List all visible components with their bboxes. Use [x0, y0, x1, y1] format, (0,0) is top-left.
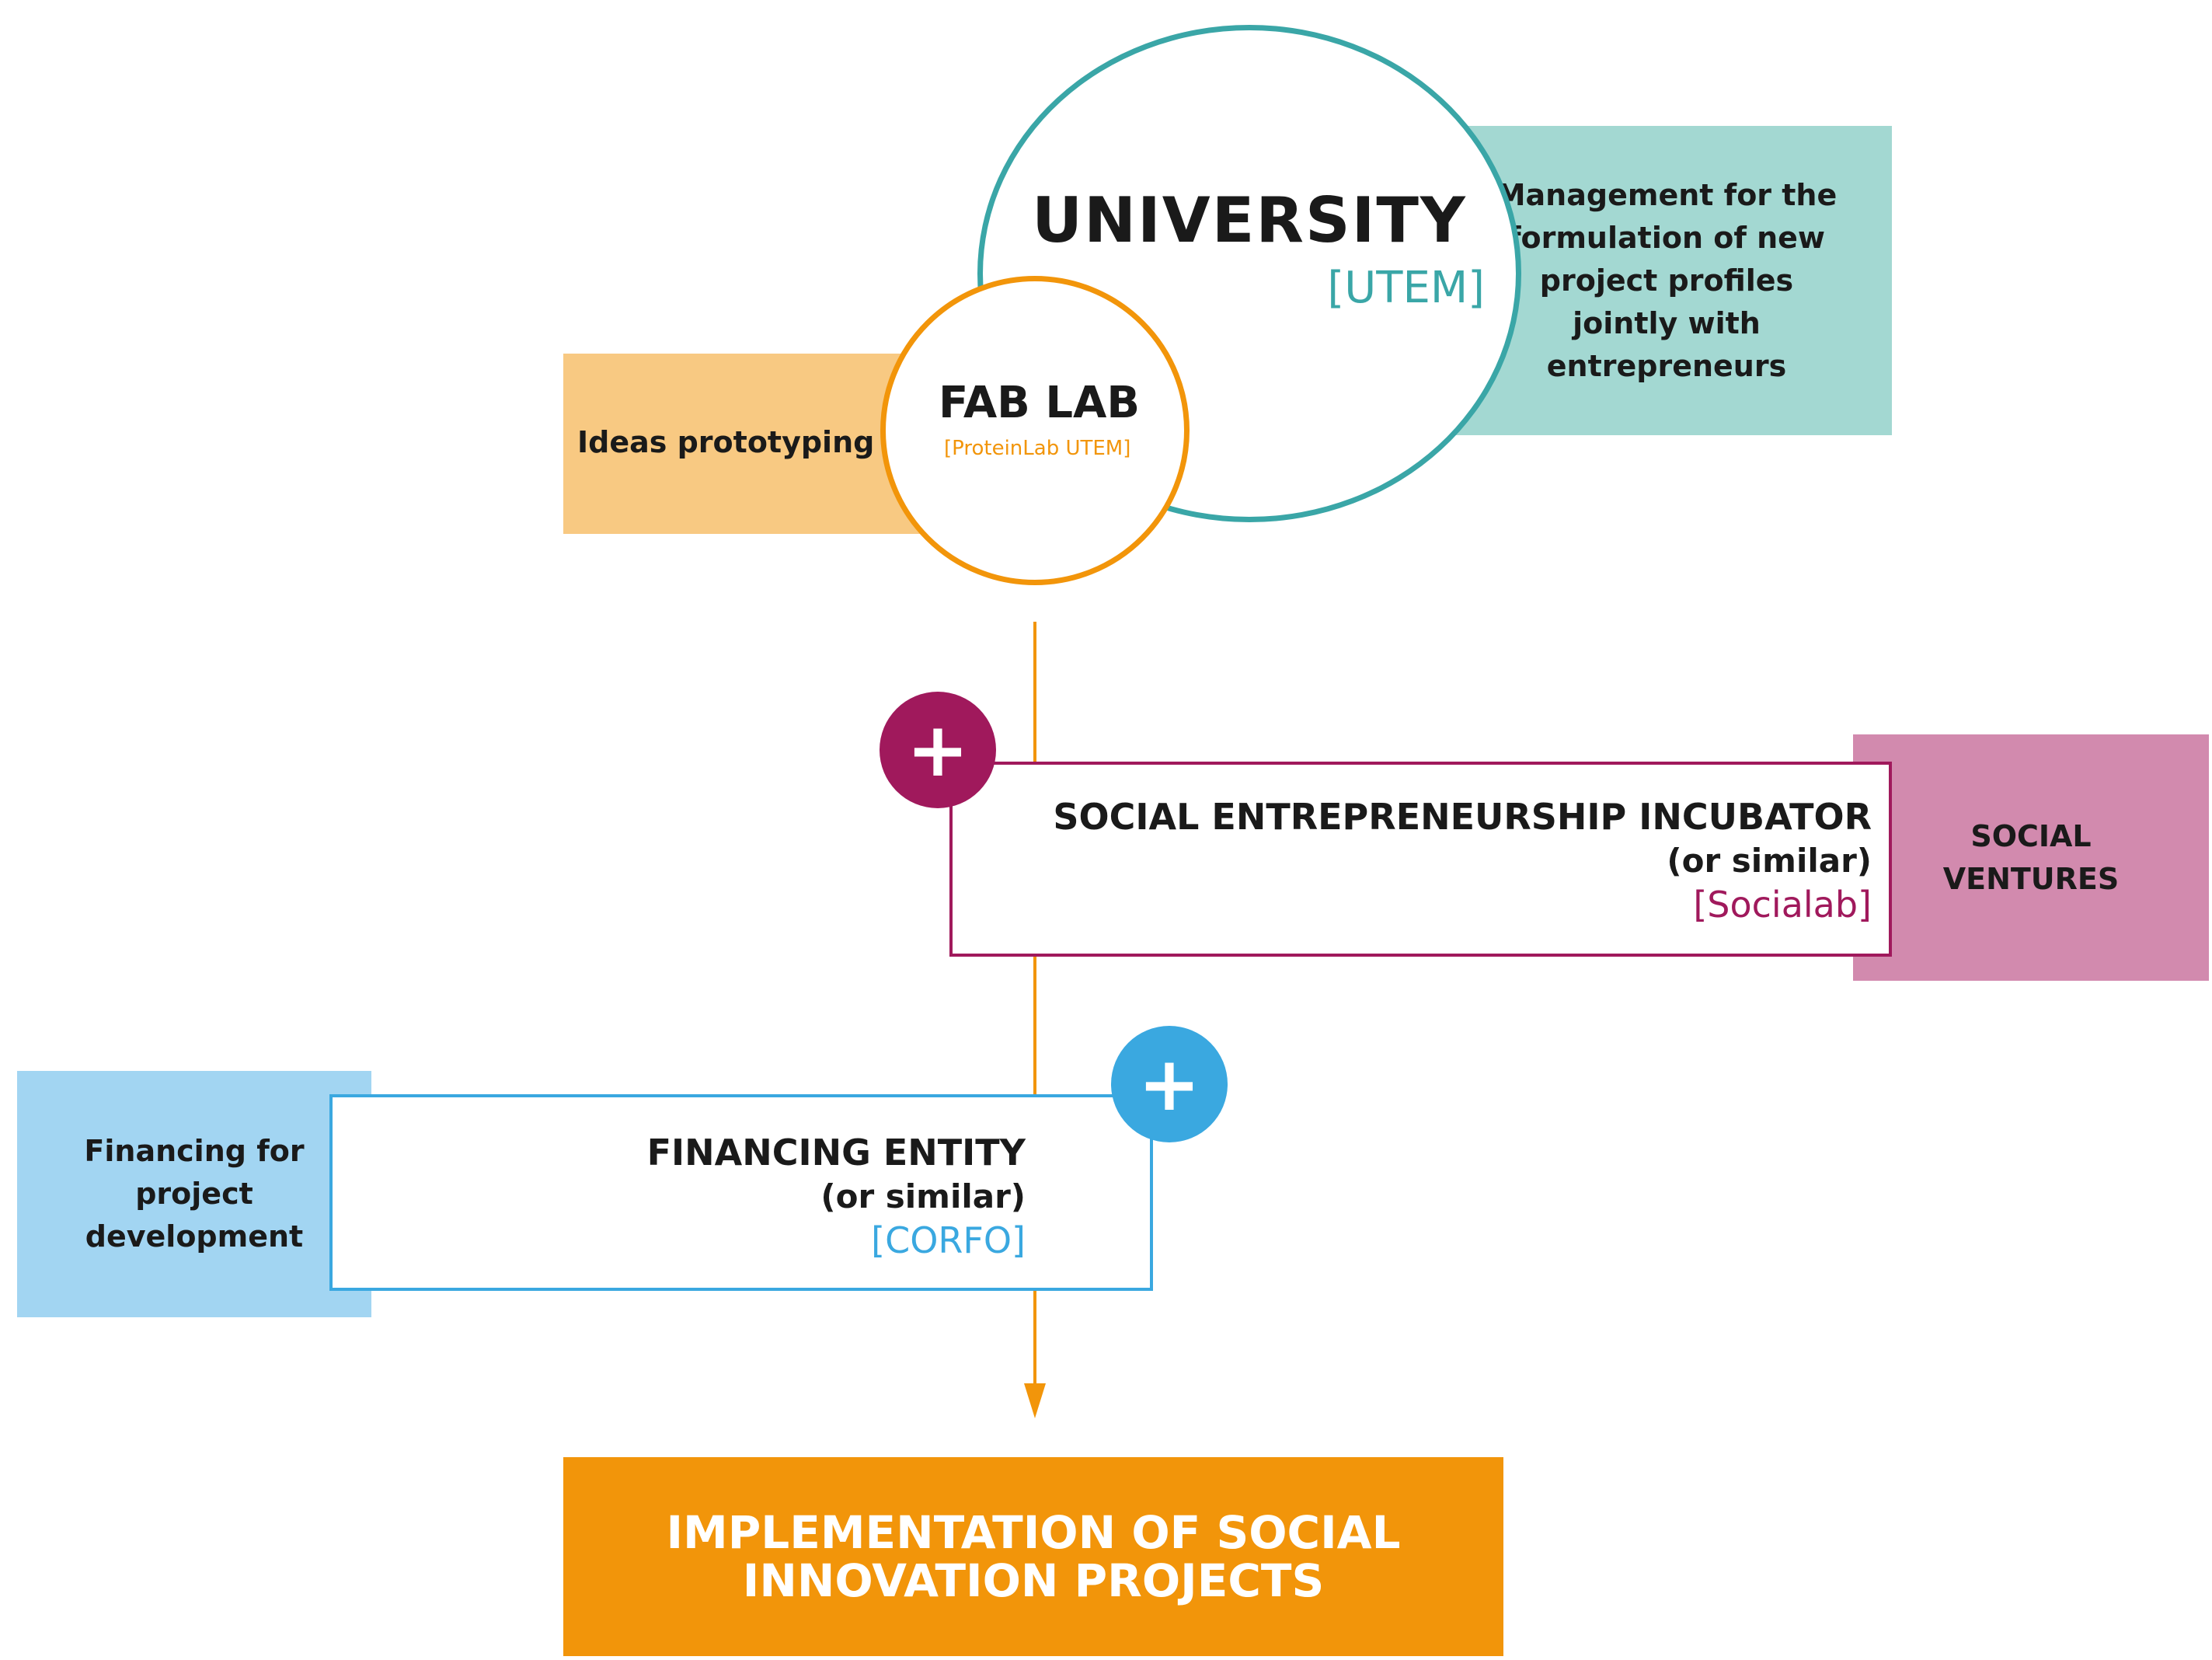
fablab-circle: FAB LAB [ProteinLab UTEM]: [880, 276, 1190, 585]
implementation-box: IMPLEMENTATION OF SOCIAL INNOVATION PROJ…: [563, 1457, 1503, 1656]
fablab-subtitle: [ProteinLab UTEM]: [944, 437, 1131, 460]
financing-note-text: Financing for project development: [84, 1134, 305, 1254]
ideas-prototyping-box: Ideas prototyping: [563, 354, 928, 534]
university-title: UNIVERSITY: [1032, 184, 1467, 256]
fablab-title: FAB LAB: [939, 378, 1141, 428]
ideas-prototyping-label: Ideas prototyping: [577, 425, 875, 459]
incubator-title: SOCIAL ENTREPRENEURSHIP INCUBATOR: [1053, 796, 1872, 838]
management-text: Management for the formulation of new pr…: [1496, 177, 1838, 383]
plus-icon: +: [880, 692, 996, 808]
incubator-qualifier: (or similar): [1667, 842, 1872, 880]
financing-note-box: Financing for project development: [17, 1071, 371, 1317]
financing-box: FINANCING ENTITY (or similar) [CORFO]: [329, 1094, 1153, 1291]
implementation-text: IMPLEMENTATION OF SOCIAL INNOVATION PROJ…: [666, 1506, 1401, 1607]
incubator-box: SOCIAL ENTREPRENEURSHIP INCUBATOR (or si…: [949, 762, 1892, 957]
plus-icon: +: [1111, 1026, 1228, 1142]
financing-title: FINANCING ENTITY: [646, 1132, 1026, 1174]
financing-subtitle: [CORFO]: [871, 1219, 1026, 1261]
incubator-text: SOCIAL ENTREPRENEURSHIP INCUBATOR (or si…: [1053, 794, 1872, 926]
management-box: Management for the formulation of new pr…: [1441, 126, 1892, 435]
arrow-head: [1024, 1383, 1046, 1418]
financing-qualifier: (or similar): [820, 1177, 1026, 1215]
social-ventures-text: SOCIAL VENTURES: [1942, 818, 2120, 896]
social-ventures-box: SOCIAL VENTURES: [1853, 734, 2209, 981]
incubator-subtitle: [Socialab]: [1693, 884, 1872, 926]
financing-text: FINANCING ENTITY (or similar) [CORFO]: [647, 1130, 1026, 1262]
university-subtitle: [UTEM]: [1327, 263, 1485, 313]
